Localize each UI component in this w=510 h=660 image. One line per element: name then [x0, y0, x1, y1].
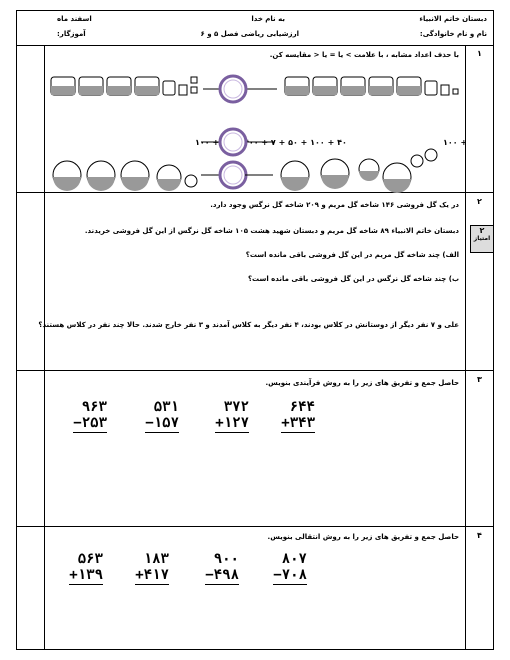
problem-top: ۸۰۷ — [281, 551, 307, 567]
left-hundreds-blocks — [50, 76, 221, 96]
problem-2: ۹۰۰ −۴۹۸ — [205, 551, 239, 585]
teacher-label: آموزگار: — [57, 30, 86, 38]
student-name-label: نام و نام خانوادگی: — [419, 30, 487, 38]
problem-bar — [135, 584, 169, 585]
score-side-badge: ۲ امتیاز — [470, 225, 494, 253]
problem-bottom: −۷۰۸ — [273, 567, 307, 583]
question-number: ۲ — [465, 193, 493, 370]
score-cell[interactable] — [17, 527, 45, 649]
exam-title: ارزشیابی ریاضی فصل ۵ و ۶ — [200, 30, 299, 38]
problem-top: ۶۴۴ — [289, 399, 315, 415]
right-expression: ۳۰۰ + ۷۰ + ۷ + ۶۰۰ + ۲۰۰ + ۱۰۰ — [443, 138, 465, 147]
right-hundreds-blocks — [245, 76, 459, 96]
problem-3: ۵۳۱ −۱۵۷ — [145, 399, 179, 433]
problem-bottom: +۳۴۳ — [281, 415, 315, 431]
question-3-content: حاصل جمع و تفریق های زیر را به روش فرآین… — [45, 371, 465, 526]
problem-bar — [205, 584, 239, 585]
question-4-content: حاصل جمع و تفریق های زیر را به روش انتقا… — [45, 527, 465, 649]
exam-sheet: دبستان خاتم الانبیاء نام و نام خانوادگی:… — [16, 10, 494, 650]
problem-top: ۵۳۱ — [153, 399, 179, 415]
score-cell[interactable] — [17, 193, 45, 370]
question-2c: علی و ۷ نفر دیگر از دوستانش در کلاس بودن… — [38, 321, 459, 329]
question-number: ۱ — [465, 45, 493, 192]
problem-2: ۳۷۲ +۱۲۷ — [215, 399, 249, 433]
problem-bar — [215, 432, 249, 433]
problem-1: ۶۴۴ +۳۴۳ — [281, 399, 315, 433]
problem-bar — [281, 432, 315, 433]
problem-bottom: −۴۹۸ — [205, 567, 239, 583]
problem-top: ۳۷۲ — [223, 399, 249, 415]
bismillah: به نام خدا — [251, 15, 285, 23]
problem-bar — [73, 432, 107, 433]
question-number: ۳ — [465, 371, 493, 526]
problem-top: ۹۰۰ — [213, 551, 239, 567]
question-3: ۳ حاصل جمع و تفریق های زیر را به روش فرآ… — [17, 371, 493, 527]
question-1-content: با حذف اعداد مشابه ، با علامت > یا = یا … — [45, 45, 465, 193]
problem-3: ۱۸۳ +۴۱۷ — [135, 551, 169, 585]
question-3-instruction: حاصل جمع و تفریق های زیر را به روش فرآین… — [265, 379, 459, 387]
problem-bar — [145, 432, 179, 433]
problem-bottom: +۴۱۷ — [135, 567, 169, 583]
problem-bottom: +۱۲۷ — [215, 415, 249, 431]
problem-bar — [273, 584, 307, 585]
school-name: دبستان خاتم الانبیاء — [419, 15, 487, 23]
score-cell[interactable] — [17, 45, 45, 192]
question-2a: الف) چند شاخه گل مریم در این گل فروشی با… — [245, 251, 459, 259]
exam-header: دبستان خاتم الانبیاء نام و نام خانوادگی:… — [17, 11, 493, 46]
question-2b: ب) چند شاخه گل نرگس در این گل فروشی باقی… — [247, 275, 459, 283]
question-4: ۴ حاصل جمع و تفریق های زیر را به روش انت… — [17, 527, 493, 649]
question-number: ۴ — [465, 527, 493, 649]
problem-top: ۵۶۳ — [77, 551, 103, 567]
exam-date: اسفند ماه — [57, 15, 92, 23]
problem-bar — [69, 584, 103, 585]
question-2: ۲ در یک گل فروشی ۱۴۶ شاخه گل مریم و ۲۰۹ … — [17, 193, 494, 371]
question-2-content: در یک گل فروشی ۱۴۶ شاخه گل مریم و ۲۰۹ شا… — [38, 193, 465, 370]
question-2-intro: در یک گل فروشی ۱۴۶ شاخه گل مریم و ۲۰۹ شا… — [210, 201, 459, 209]
question-1: ۱ با حذف اعداد مشابه ، با علامت > یا = ی… — [17, 45, 493, 193]
compare-circle-top[interactable] — [218, 74, 248, 104]
side-badge-number: ۲ — [479, 226, 485, 235]
problem-top: ۱۸۳ — [143, 551, 169, 567]
question-2-story: دبستان خاتم الانبیاء ۸۹ شاخه گل مریم و د… — [84, 227, 459, 235]
left-coin-circles — [52, 160, 221, 191]
question-table: ۱ با حذف اعداد مشابه ، با علامت > یا = ی… — [17, 45, 494, 649]
problem-bottom: −۲۵۳ — [73, 415, 107, 431]
right-coin-circles — [245, 148, 438, 193]
score-cell[interactable] — [17, 371, 45, 526]
problem-bottom: +۱۳۹ — [69, 567, 103, 583]
side-badge-label: امتیاز — [473, 235, 491, 242]
question-4-instruction: حاصل جمع و تفریق های زیر را به روش انتقا… — [267, 533, 459, 541]
problem-4: ۹۶۳ −۲۵۳ — [73, 399, 107, 433]
problem-1: ۸۰۷ −۷۰۸ — [273, 551, 307, 585]
compare-circle-middle[interactable] — [218, 127, 248, 157]
problem-top: ۹۶۳ — [81, 399, 107, 415]
comparison-figure: ۳۰۰ + ۷۰ + ۷ + ۶۰۰ + ۲۰۰ + ۱۰۰ ۴۰ + ۱۰۰ … — [50, 74, 465, 193]
question-1-instruction: با حذف اعداد مشابه ، با علامت > یا = یا … — [269, 51, 459, 59]
problem-bottom: −۱۵۷ — [145, 415, 179, 431]
compare-circle-bottom[interactable] — [218, 160, 248, 190]
problem-4: ۵۶۳ +۱۳۹ — [69, 551, 103, 585]
